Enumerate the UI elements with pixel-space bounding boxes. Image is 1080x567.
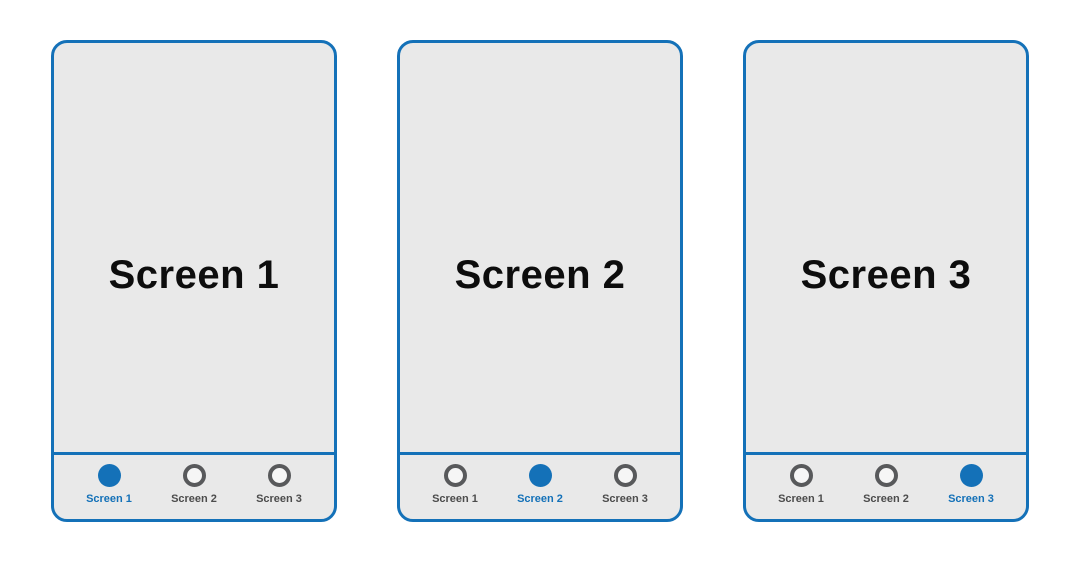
tab-label: Screen 1 bbox=[86, 493, 132, 505]
tab-selected-dot-icon bbox=[959, 464, 983, 487]
tab-item-screen-1[interactable]: Screen 1 bbox=[768, 464, 834, 505]
screen-content-2: Screen 2 bbox=[400, 43, 680, 452]
phone-frame-1: Screen 1 Screen 1 Screen 2 Screen 3 bbox=[51, 40, 337, 522]
tab-item-screen-3[interactable]: Screen 3 bbox=[938, 464, 1004, 505]
screen-title: Screen 3 bbox=[800, 253, 972, 297]
phone-frame-3: Screen 3 Screen 1 Screen 2 Screen 3 bbox=[743, 40, 1029, 522]
tab-unselected-circle-icon bbox=[874, 464, 898, 487]
tab-item-screen-3[interactable]: Screen 3 bbox=[592, 464, 658, 505]
tab-label: Screen 2 bbox=[517, 493, 563, 505]
tab-unselected-circle-icon bbox=[267, 464, 291, 487]
tab-item-screen-1[interactable]: Screen 1 bbox=[422, 464, 488, 505]
tab-item-screen-1[interactable]: Screen 1 bbox=[76, 464, 142, 505]
screen-content-1: Screen 1 bbox=[54, 43, 334, 452]
tab-selected-dot-icon bbox=[528, 464, 552, 487]
screen-title: Screen 1 bbox=[108, 253, 280, 297]
phone-frame-2: Screen 2 Screen 1 Screen 2 Screen 3 bbox=[397, 40, 683, 522]
tab-label: Screen 3 bbox=[602, 493, 648, 505]
tab-label: Screen 1 bbox=[778, 493, 824, 505]
tab-unselected-circle-icon bbox=[789, 464, 813, 487]
tab-item-screen-2[interactable]: Screen 2 bbox=[507, 464, 573, 505]
tab-item-screen-2[interactable]: Screen 2 bbox=[161, 464, 227, 505]
tab-item-screen-2[interactable]: Screen 2 bbox=[853, 464, 919, 505]
tab-label: Screen 2 bbox=[171, 493, 217, 505]
tab-bar-3: Screen 1 Screen 2 Screen 3 bbox=[746, 452, 1026, 519]
tab-label: Screen 3 bbox=[256, 493, 302, 505]
tab-unselected-circle-icon bbox=[443, 464, 467, 487]
tab-selected-dot-icon bbox=[97, 464, 121, 487]
tab-item-screen-3[interactable]: Screen 3 bbox=[246, 464, 312, 505]
tab-label: Screen 3 bbox=[948, 493, 994, 505]
tab-bar-2: Screen 1 Screen 2 Screen 3 bbox=[400, 452, 680, 519]
tab-label: Screen 2 bbox=[863, 493, 909, 505]
screen-content-3: Screen 3 bbox=[746, 43, 1026, 452]
screen-title: Screen 2 bbox=[454, 253, 626, 297]
tab-label: Screen 1 bbox=[432, 493, 478, 505]
tab-unselected-circle-icon bbox=[613, 464, 637, 487]
tab-unselected-circle-icon bbox=[182, 464, 206, 487]
tab-bar-1: Screen 1 Screen 2 Screen 3 bbox=[54, 452, 334, 519]
